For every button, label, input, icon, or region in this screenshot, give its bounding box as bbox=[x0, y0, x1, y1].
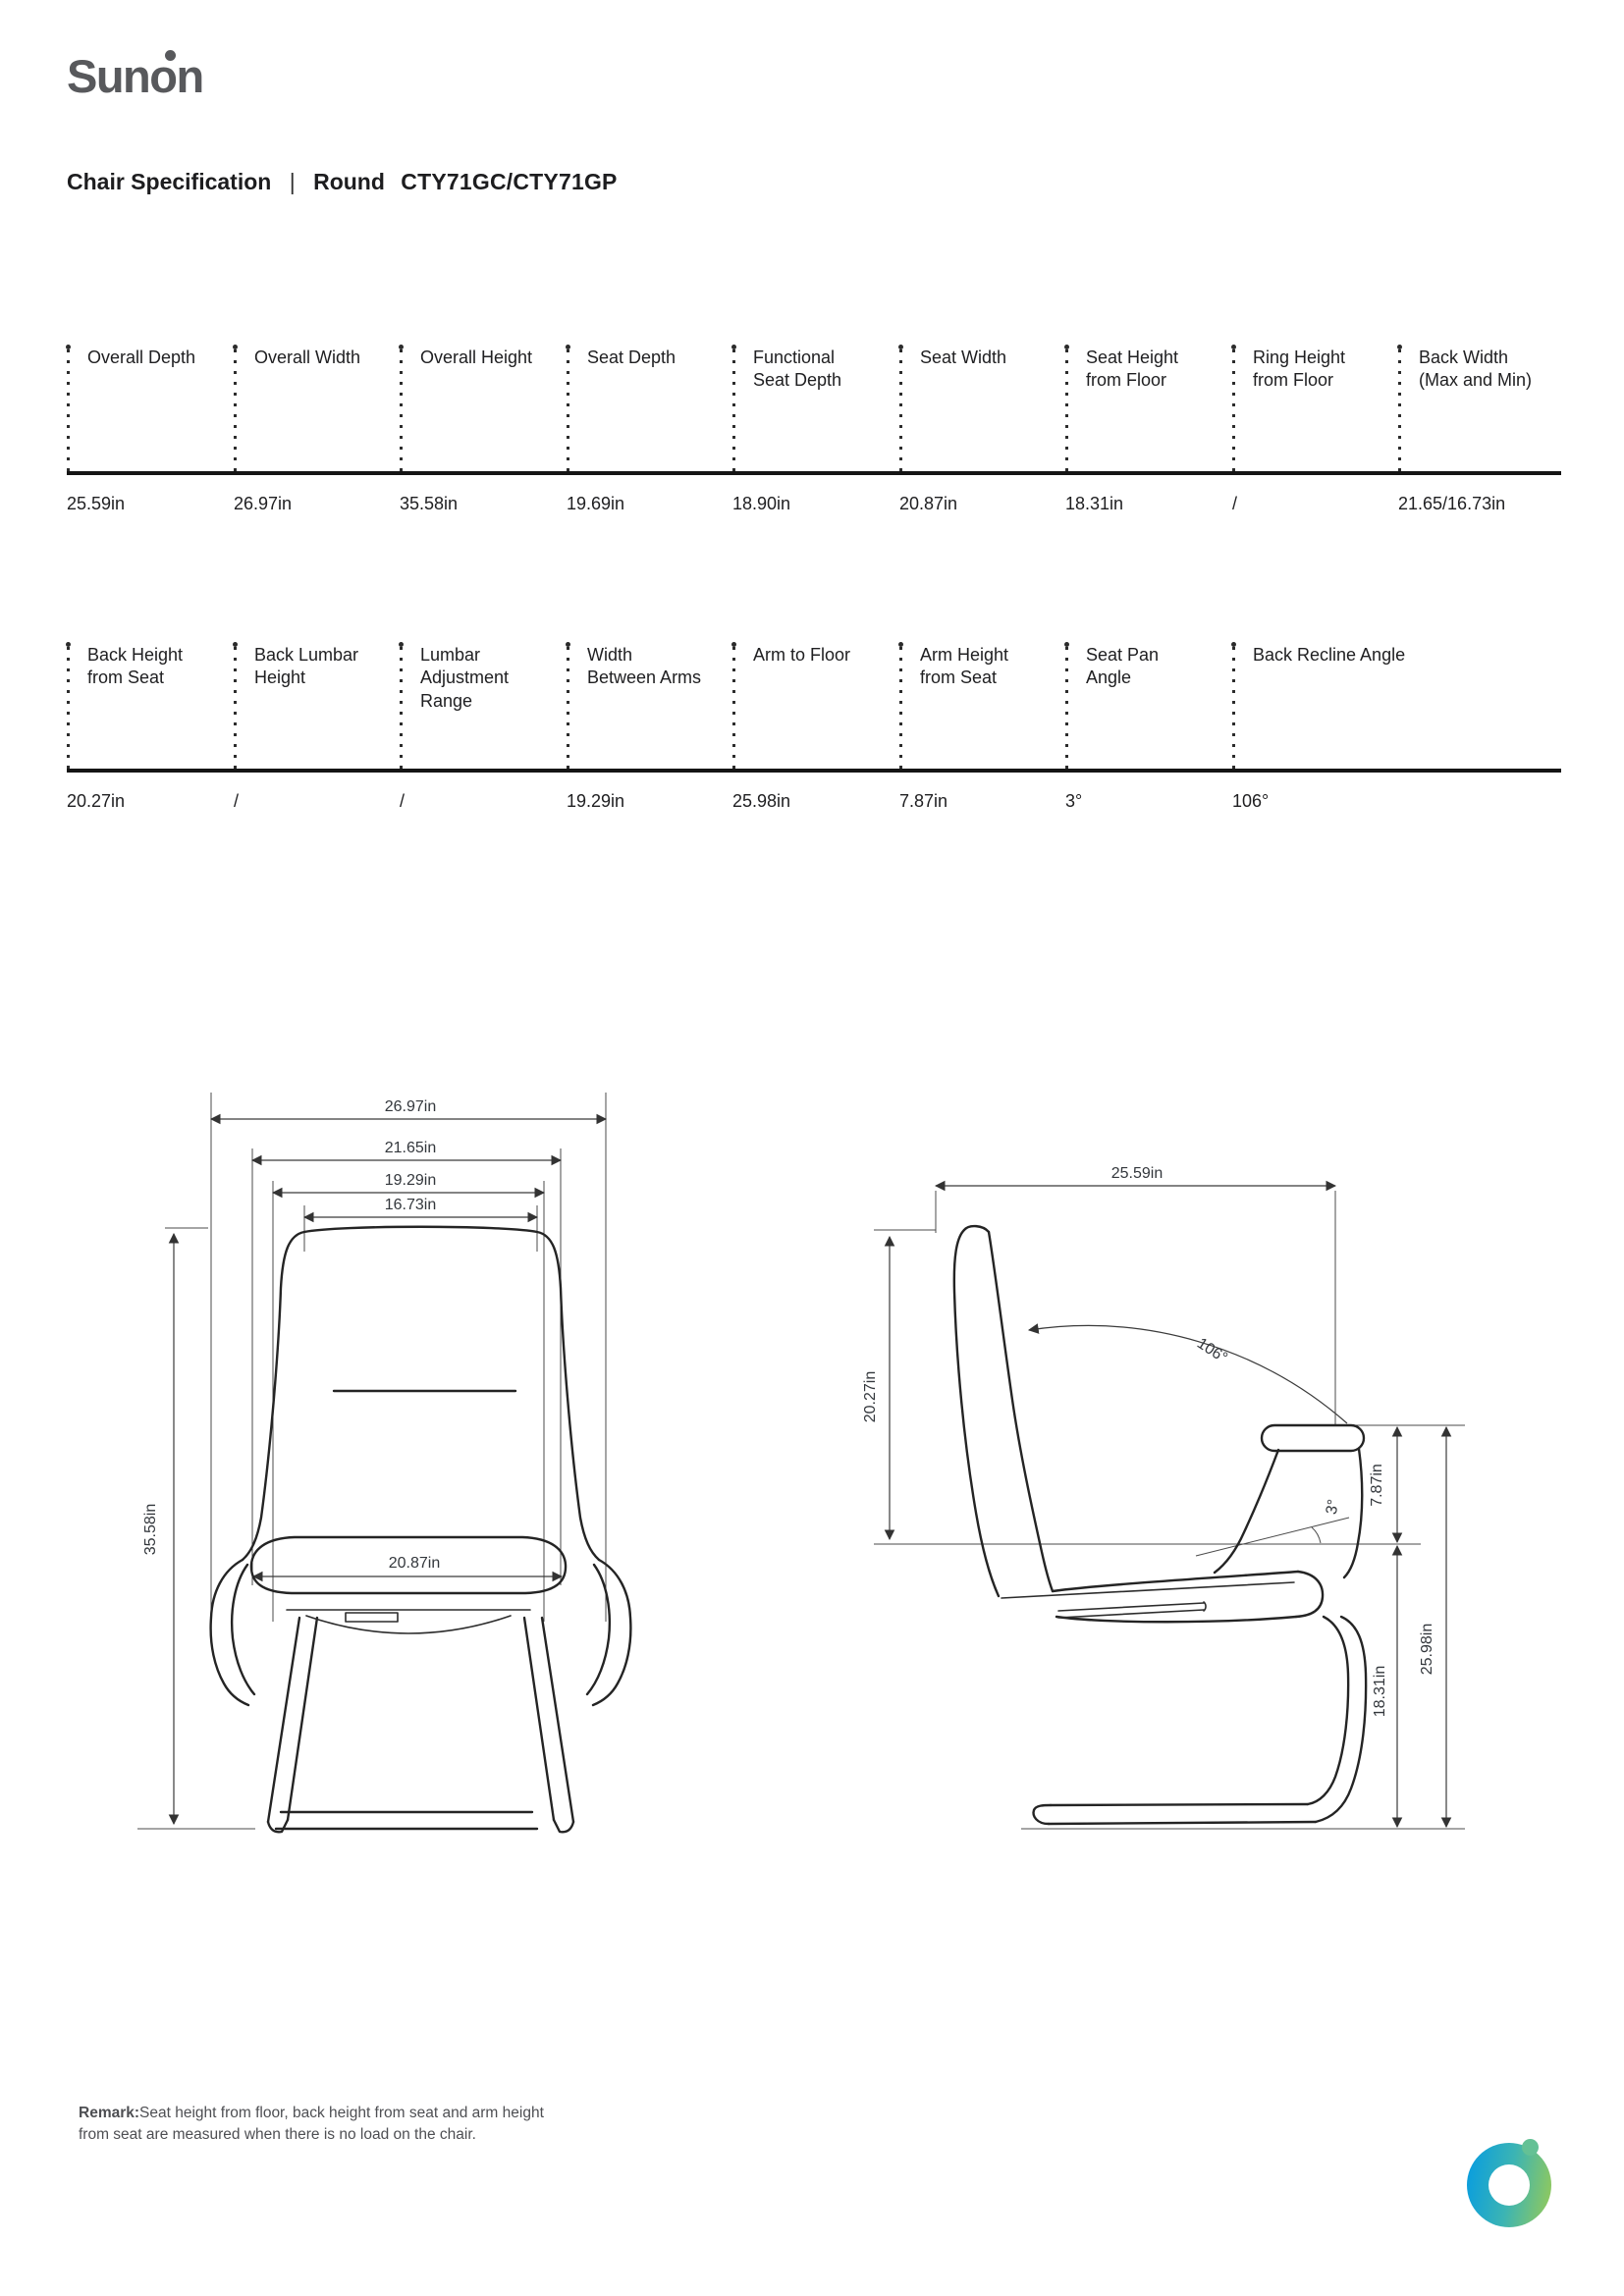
table-rule bbox=[67, 769, 1561, 773]
spec-table-1: Overall Depth Overall Width Overall Heig… bbox=[66, 345, 1561, 528]
spec-col: Arm Height from Seat bbox=[898, 642, 1009, 769]
spec-col: Back Lumbar Height bbox=[233, 642, 359, 769]
spec-header: Back Lumbar Height bbox=[254, 645, 359, 688]
remark: Remark:Seat height from floor, back heig… bbox=[79, 2103, 574, 2147]
side-dim-back-height: 20.27in bbox=[862, 1371, 879, 1423]
table-rule bbox=[67, 471, 1561, 475]
title-series: Round bbox=[313, 169, 385, 194]
remark-text: Seat height from floor, back height from… bbox=[79, 2105, 544, 2144]
spec-header: Back Height from Seat bbox=[87, 645, 184, 688]
front-chair-outline bbox=[209, 1225, 632, 1834]
spec-header: Functional Seat Depth bbox=[753, 347, 842, 391]
spec-header: Seat Depth bbox=[587, 347, 677, 367]
front-dim-seat-width: 20.87in bbox=[389, 1555, 441, 1572]
front-dim-overall-height: 35.58in bbox=[142, 1504, 159, 1556]
side-dim-seat-pan-angle: 3° bbox=[1324, 1498, 1342, 1516]
front-chair-underseat bbox=[286, 1609, 531, 1634]
spec-header: Arm Height from Seat bbox=[920, 645, 1009, 688]
side-dim-recline-angle: 106° bbox=[1194, 1335, 1230, 1366]
brand-logo-text: Sunon bbox=[67, 50, 204, 102]
spec-value: 25.59in bbox=[67, 494, 126, 513]
side-dimension-lines bbox=[884, 1180, 1452, 1829]
remark-label: Remark: bbox=[79, 2105, 140, 2121]
spec-col: Ring Height from Floor bbox=[1231, 345, 1346, 471]
front-dimension-lines bbox=[168, 1113, 608, 1826]
spec-col: Overall Width bbox=[233, 345, 361, 471]
spec-col: Back Recline Angle bbox=[1231, 642, 1406, 769]
side-dim-arm-to-floor: 25.98in bbox=[1419, 1624, 1435, 1676]
spec-header: Seat Pan Angle bbox=[1086, 645, 1160, 688]
side-dim-seat-height: 18.31in bbox=[1372, 1666, 1388, 1718]
spec-value: 19.29in bbox=[567, 791, 625, 811]
spec-header: Seat Width bbox=[920, 347, 1007, 367]
brand-ring-icon bbox=[1467, 2139, 1551, 2227]
spec-col: Width Between Arms bbox=[566, 642, 702, 769]
spec-header: Back Recline Angle bbox=[1253, 645, 1406, 665]
spec-col: Seat Pan Angle bbox=[1064, 642, 1160, 769]
front-extension-lines bbox=[137, 1093, 607, 1830]
spec-value: 35.58in bbox=[400, 494, 459, 513]
side-dim-overall-depth: 25.59in bbox=[1111, 1165, 1164, 1182]
front-dim-overall-width: 26.97in bbox=[385, 1098, 437, 1115]
spec-value: / bbox=[1232, 494, 1238, 513]
spec-col: Seat Height from Floor bbox=[1064, 345, 1179, 471]
spec-header: Width Between Arms bbox=[587, 645, 702, 688]
spec-header: Ring Height from Floor bbox=[1253, 347, 1346, 391]
title-separator: | bbox=[289, 169, 296, 194]
spec-col: Back Width (Max and Min) bbox=[1397, 345, 1533, 471]
spec-value: 20.87in bbox=[899, 494, 958, 513]
spec-value: 25.98in bbox=[732, 791, 791, 811]
side-chair-details bbox=[1001, 1581, 1295, 1619]
spec-header: Arm to Floor bbox=[753, 645, 851, 665]
spec-value: 19.69in bbox=[567, 494, 625, 513]
spec-value: 20.27in bbox=[67, 791, 126, 811]
spec-value: 21.65/16.73in bbox=[1398, 494, 1506, 513]
spec-header: Lumbar Adjustment Range bbox=[420, 645, 510, 711]
spec-value: 18.90in bbox=[732, 494, 791, 513]
spec-col: Seat Width bbox=[898, 345, 1007, 471]
side-view-drawing: 25.59in 20.27in 106° 3° 7.87in 18.31in 2… bbox=[862, 1165, 1465, 1830]
spec-col: Arm to Floor bbox=[731, 642, 851, 769]
spec-value: 26.97in bbox=[234, 494, 293, 513]
spec-col: Functional Seat Depth bbox=[731, 345, 842, 471]
title-main: Chair Specification bbox=[67, 169, 272, 194]
spec-value: 3° bbox=[1065, 791, 1083, 811]
front-view-drawing: 26.97in 21.65in 19.29in 16.73in 35.58in … bbox=[137, 1093, 632, 1834]
spec-col: Overall Depth bbox=[66, 345, 196, 471]
front-dim-width-between-arms: 19.29in bbox=[385, 1172, 437, 1189]
front-dim-back-width-max: 21.65in bbox=[385, 1140, 437, 1156]
spec-col: Overall Height bbox=[399, 345, 533, 471]
side-chair-outline bbox=[952, 1224, 1368, 1826]
spec-value: 18.31in bbox=[1065, 494, 1124, 513]
brand-logo: Sunon bbox=[67, 49, 204, 103]
spec-col: Lumbar Adjustment Range bbox=[399, 642, 510, 769]
spec-header: Overall Width bbox=[254, 347, 361, 367]
spec-col: Seat Depth bbox=[566, 345, 677, 471]
ring-dot-icon bbox=[1522, 2139, 1539, 2156]
spec-header: Overall Height bbox=[420, 347, 533, 367]
title-model: CTY71GC/CTY71GP bbox=[401, 169, 618, 194]
spec-value: / bbox=[400, 791, 406, 811]
spec-value: / bbox=[234, 791, 240, 811]
spec-value: 106° bbox=[1232, 791, 1270, 811]
spec-header: Back Width (Max and Min) bbox=[1419, 347, 1533, 391]
spec-header: Overall Depth bbox=[87, 347, 196, 367]
page-title: Chair Specification | Round CTY71GC/CTY7… bbox=[67, 169, 618, 195]
spec-header: Seat Height from Floor bbox=[1086, 347, 1179, 391]
side-dim-arm-height: 7.87in bbox=[1369, 1464, 1385, 1507]
logo-dot-icon bbox=[165, 50, 176, 61]
front-dim-back-width-min: 16.73in bbox=[385, 1197, 437, 1213]
spec-col: Back Height from Seat bbox=[66, 642, 184, 769]
side-extension-lines bbox=[874, 1191, 1465, 1830]
spec-table-2: Back Height from Seat Back Lumbar Height… bbox=[66, 642, 1561, 826]
spec-value: 7.87in bbox=[899, 791, 948, 811]
